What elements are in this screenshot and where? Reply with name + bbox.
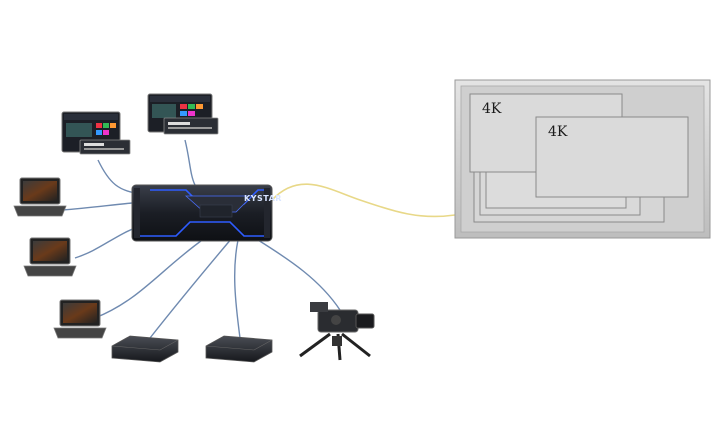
processor-brand-label: KYSTAR	[244, 194, 282, 203]
video-processor: KYSTAR	[131, 184, 282, 242]
cable-laptop-1	[61, 202, 133, 211]
display-window-2-label: 4K	[548, 124, 568, 140]
cable-camera	[257, 239, 341, 311]
control-console-2	[147, 93, 219, 135]
cable-laptop-3	[94, 237, 206, 319]
cable-console-1	[97, 159, 136, 194]
media-player-1	[111, 335, 179, 363]
cable-player-1	[149, 237, 233, 339]
led-display-wall: 4K 4K	[454, 79, 711, 239]
cable-laptop-2	[74, 225, 141, 259]
control-console-1	[61, 111, 131, 155]
display-window-1-label: 4K	[482, 101, 502, 117]
laptop-2	[23, 237, 77, 277]
laptop-1	[13, 177, 67, 217]
cables	[61, 139, 341, 339]
media-player-2	[205, 335, 273, 363]
cable-player-2	[233, 239, 241, 339]
display-window-2	[535, 116, 689, 198]
cable-output	[271, 183, 456, 218]
laptop-3	[53, 299, 107, 339]
cable-console-2	[184, 139, 196, 186]
video-camera	[299, 302, 375, 361]
